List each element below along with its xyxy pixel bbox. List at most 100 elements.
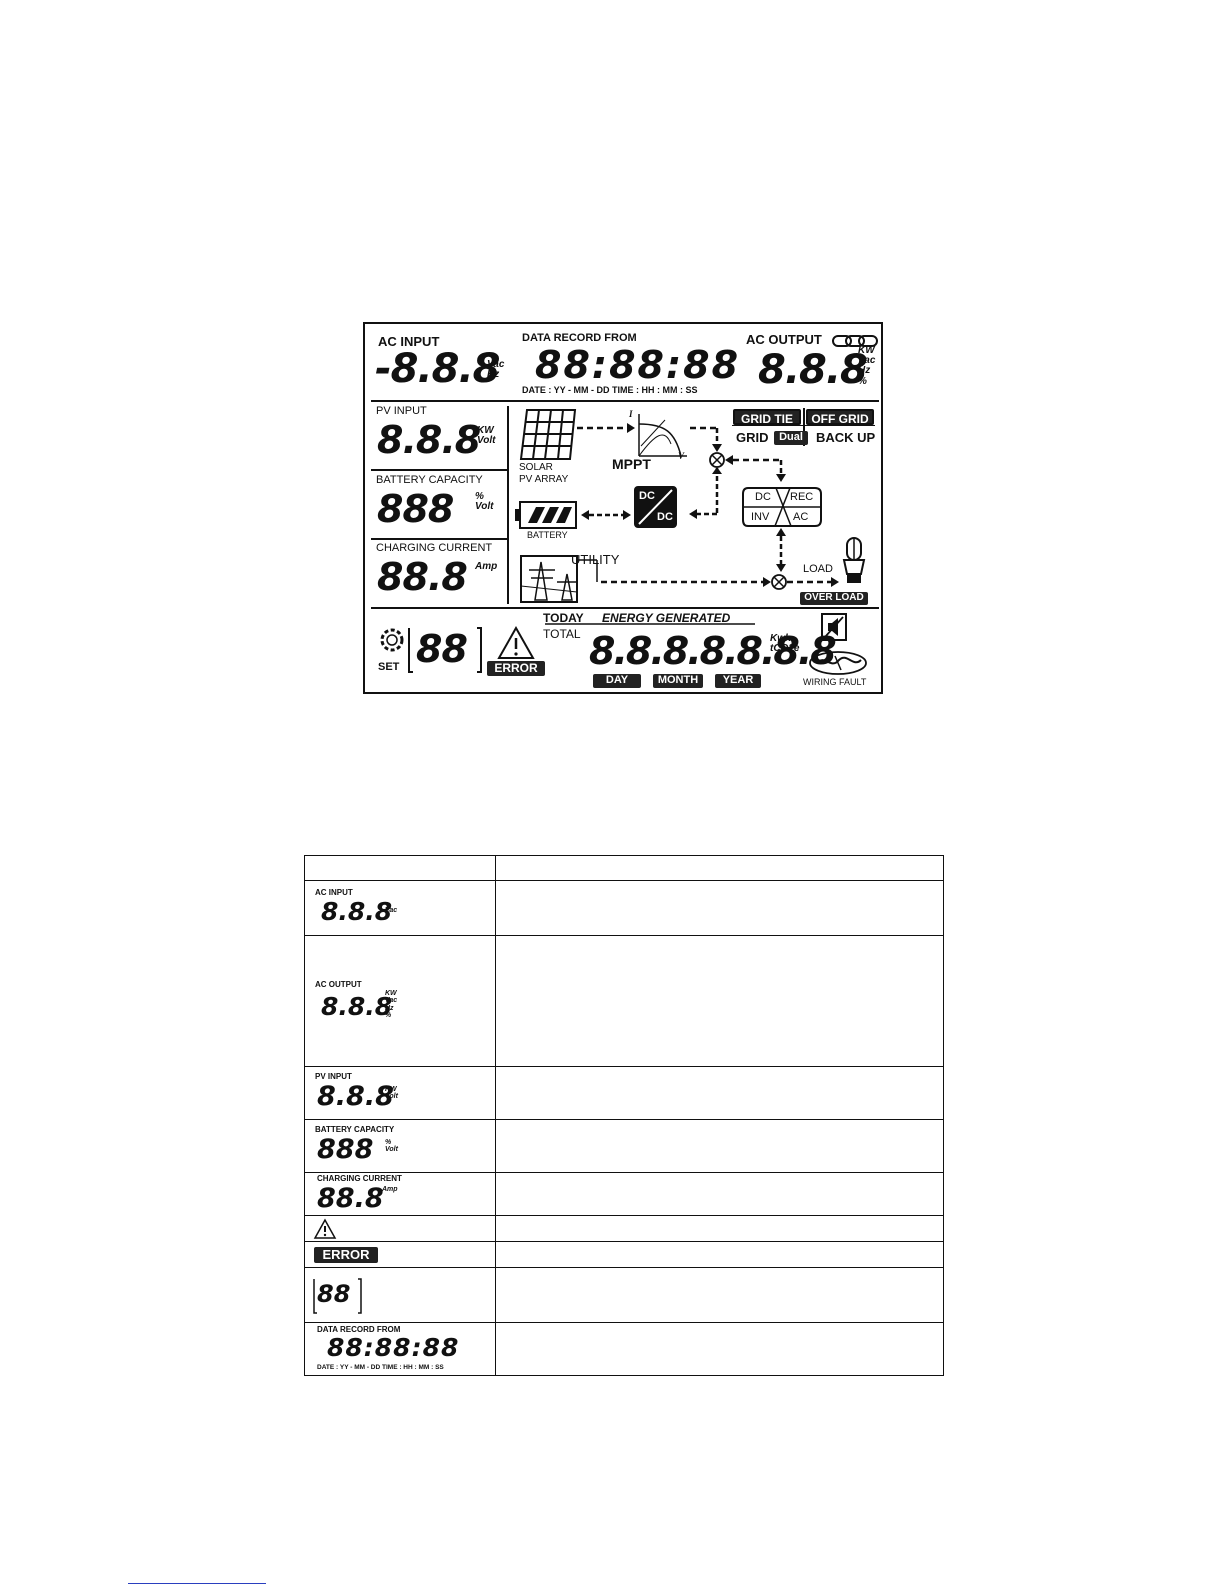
set-label: SET xyxy=(378,661,400,673)
ac-input-units: Vac Hz xyxy=(487,359,505,381)
total-label: TOTAL xyxy=(543,627,581,641)
utility-tower-icon xyxy=(520,555,598,603)
energy-digits: 8.8.8.8.8.8.8 xyxy=(589,629,837,673)
converter-rec-label: REC xyxy=(790,491,814,503)
table-row: BATTERY CAPACITY 888 % Volt xyxy=(304,1119,944,1173)
battery-capacity-label: BATTERY CAPACITY xyxy=(376,474,483,486)
junction-node-icon xyxy=(771,574,787,590)
gear-icon xyxy=(380,628,404,652)
charging-current-label: CHARGING CURRENT xyxy=(376,542,493,554)
warning-icon xyxy=(313,1218,337,1239)
junction-node-icon xyxy=(709,452,725,468)
pv-input-digits: 8.8.8 xyxy=(317,1081,394,1112)
ac-output-digits: 8.8.8 xyxy=(758,347,868,393)
dual-mode-indicator: Dual xyxy=(774,431,808,445)
mppt-label: MPPT xyxy=(612,456,651,472)
dcdc-bottom-label: DC xyxy=(657,511,673,523)
table-row: ERROR xyxy=(304,1241,944,1268)
light-bulb-icon xyxy=(842,537,866,583)
table-row: AC INPUT 8.8.8 Vac xyxy=(304,880,944,936)
error-indicator: ERROR xyxy=(314,1247,378,1263)
ac-output-units: KW Vac Hz % xyxy=(385,990,398,1020)
table-cell-icon: PV INPUT 8.8.8 KW Volt xyxy=(304,1066,496,1120)
pv-input-units: KW Volt xyxy=(477,425,496,447)
table-cell-icon: AC OUTPUT 8.8.8 KW Vac Hz % xyxy=(304,935,496,1067)
energy-units: Kwh tCO2e xyxy=(770,633,800,655)
table-row: AC OUTPUT 8.8.8 KW Vac Hz % xyxy=(304,935,944,1067)
solar-panel-icon xyxy=(519,409,577,460)
ac-input-digits: 8.8.8 xyxy=(321,897,393,926)
charging-current-digits: 88.8 xyxy=(317,1183,384,1214)
pv-input-units: KW Volt xyxy=(385,1086,398,1101)
battery-icon xyxy=(515,501,577,529)
wiring-fault-label: WIRING FAULT xyxy=(803,677,867,687)
table-cell-description xyxy=(495,935,944,1067)
solar-label: SOLAR PV ARRAY xyxy=(519,462,569,485)
ac-output-label: AC OUTPUT xyxy=(746,332,822,347)
data-record-digits: 88:88:88 xyxy=(327,1333,460,1362)
data-record-format: DATE : YY - MM - DD TIME : HH : MM : SS xyxy=(317,1364,444,1371)
battery-capacity-digits: 888 xyxy=(377,487,454,531)
year-indicator: YEAR xyxy=(715,674,761,688)
table-cell-description xyxy=(495,1172,944,1216)
table-row xyxy=(304,1215,944,1242)
settings-code-digits: 88 xyxy=(317,1280,351,1308)
ac-output-digits: 8.8.8 xyxy=(321,992,393,1021)
charging-current-units: Amp xyxy=(382,1186,398,1193)
ac-input-label: AC INPUT xyxy=(378,334,440,349)
ac-input-units: Vac xyxy=(385,907,398,914)
table-cell-icon: 88 xyxy=(304,1267,496,1323)
table-header-description xyxy=(495,855,944,881)
mppt-curve-icon xyxy=(638,414,687,457)
lcd-display-panel: AC INPUT -8.8.8 Vac Hz DATA RECORD FROM … xyxy=(363,322,883,694)
load-label: LOAD xyxy=(803,563,833,575)
battery-divider xyxy=(371,538,507,540)
today-label: TODAY xyxy=(543,611,584,625)
top-divider xyxy=(371,400,879,402)
grid-mode-divider xyxy=(803,408,805,446)
left-column-divider xyxy=(507,406,509,604)
wiring-fault-icon xyxy=(809,651,867,675)
back-up-mode-label: BACK UP xyxy=(816,430,876,445)
code-bracket-icon xyxy=(313,1278,362,1314)
overload-indicator: OVER LOAD xyxy=(800,592,868,605)
ac-output-label: AC OUTPUT xyxy=(315,980,362,989)
battery-capacity-units: % Volt xyxy=(475,491,494,513)
table-row: 88 xyxy=(304,1267,944,1323)
table-cell-description xyxy=(495,1322,944,1376)
off-grid-indicator: OFF GRID xyxy=(806,409,874,425)
table-header-icon xyxy=(304,855,496,881)
grid-mode-underline xyxy=(732,425,875,426)
lcd-legend-table: AC INPUT 8.8.8 Vac AC OUTPUT 8.8.8 KW Va… xyxy=(304,855,944,1376)
pv-divider xyxy=(371,469,507,471)
table-cell-icon: AC INPUT 8.8.8 Vac xyxy=(304,880,496,936)
table-cell-description xyxy=(495,1241,944,1268)
chain-link-icon xyxy=(832,334,878,348)
ac-input-digits: -8.8.8 xyxy=(375,346,500,392)
utility-label: UTILITY xyxy=(571,552,620,567)
charging-current-digits: 88.8 xyxy=(377,555,468,599)
footnote-separator xyxy=(128,1583,266,1584)
table-cell-icon: CHARGING CURRENT 88.8 Amp xyxy=(304,1172,496,1216)
battery-capacity-units: % Volt xyxy=(385,1139,398,1154)
mute-speaker-icon xyxy=(821,613,847,641)
table-cell-description xyxy=(495,1119,944,1173)
mppt-curve-v-label: V xyxy=(678,451,685,461)
data-record-digits: 88:88:88 xyxy=(535,343,741,387)
grid-mode-label: GRID xyxy=(736,430,769,445)
charging-current-units: Amp xyxy=(475,561,498,572)
pv-input-label: PV INPUT xyxy=(315,1072,352,1081)
dc-dc-converter-icon xyxy=(634,486,677,528)
table-cell-icon: DATA RECORD FROM 88:88:88 DATE : YY - MM… xyxy=(304,1322,496,1376)
ac-input-label: AC INPUT xyxy=(315,888,353,897)
converter-inv-label: INV xyxy=(751,511,770,523)
converter-ac-label: AC xyxy=(793,511,809,523)
energy-flow-diagram xyxy=(371,409,879,675)
error-indicator: ERROR xyxy=(487,661,545,676)
table-cell-description xyxy=(495,1066,944,1120)
grid-tie-indicator: GRID TIE xyxy=(733,409,801,425)
energy-generated-label: ENERGY GENERATED xyxy=(602,611,731,625)
battery-capacity-label: BATTERY CAPACITY xyxy=(315,1125,395,1134)
pv-input-label: PV INPUT xyxy=(376,405,427,417)
table-cell-icon xyxy=(304,1215,496,1242)
